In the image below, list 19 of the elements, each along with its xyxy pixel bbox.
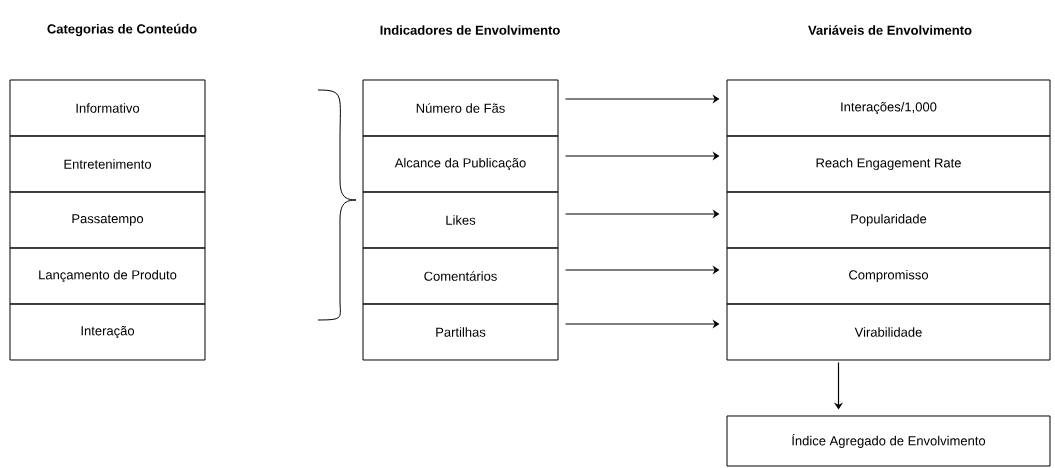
text-box: Partilhas [362, 303, 559, 361]
text-box: Informativo [9, 79, 206, 137]
text-box: Reach Engagement Rate [726, 135, 1051, 193]
text-box: Popularidade [726, 191, 1051, 249]
text-box: Passatempo [9, 191, 206, 249]
column-heading: Variáveis de Envolvimento [808, 25, 972, 35]
text-box: Likes [362, 191, 559, 249]
text-box: Interação [9, 303, 206, 361]
column-heading: Categorias de Conteúdo [47, 23, 197, 37]
column-heading: Indicadores de Envolvimento [380, 25, 560, 35]
text-box: Lançamento de Produto [9, 247, 206, 305]
text-box: Número de Fãs [362, 79, 559, 137]
text-box: Virabilidade [726, 303, 1051, 361]
text-box: Interações/1,000 [726, 79, 1051, 137]
text-box: Índice Agregado de Envolvimento [726, 415, 1051, 467]
text-box: Entretenimento [9, 135, 206, 193]
text-box: Compromisso [726, 247, 1051, 305]
text-box: Comentários [362, 247, 559, 305]
text-box: Alcance da Publicação [362, 135, 559, 193]
